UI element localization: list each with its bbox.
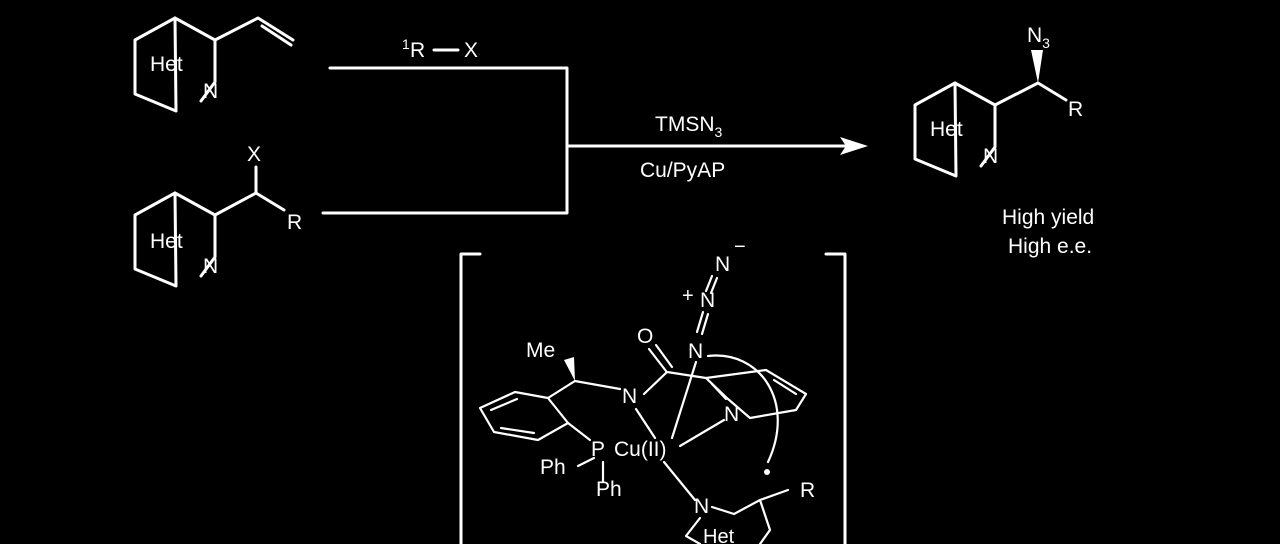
reactant-alkyl-het-label: Het: [150, 230, 183, 253]
pyridine-n-label: N: [724, 403, 739, 426]
azide-n-terminal: N: [715, 253, 730, 276]
reagent-r-label: R: [410, 39, 425, 62]
product-n-label: N: [983, 145, 998, 168]
azide-plus-charge: +: [682, 285, 694, 307]
product-azide: Het N N3 R: [913, 24, 1083, 178]
outcome-ee: High e.e.: [1008, 235, 1092, 258]
carbonyl-o-label: O: [637, 325, 653, 348]
arrow-reagent-catalyst: Cu/PyAP: [640, 159, 725, 182]
reactant-vinyl: Het N: [133, 16, 295, 113]
outcome-yield: High yield: [1002, 206, 1094, 229]
intermediate-het-label: Het: [703, 526, 735, 544]
reactant-vinyl-n-label: N: [203, 80, 218, 103]
azide-n-bound: N: [688, 340, 703, 363]
radical-dot: [764, 469, 770, 475]
arrow-reagent-tmsn3: TMSN3: [655, 113, 723, 140]
intermediate-bracket: [459, 252, 847, 544]
intermediate-r-label: R: [800, 479, 815, 502]
intermediate-complex: N − + N N O Me N P Cu(II) Ph Ph: [478, 236, 815, 544]
reagent-alkyl-halide: 1 R X: [402, 36, 478, 62]
amide-n-label: N: [622, 385, 637, 408]
phenyl-label-1: Ph: [540, 456, 566, 479]
phosphorus-label: P: [591, 438, 605, 461]
reactant-vinyl-het-label: Het: [150, 53, 183, 76]
reaction-arrow: TMSN3 Cu/PyAP: [321, 66, 868, 215]
reactant-alkyl-r-label: R: [287, 211, 302, 234]
azide-n-middle: N: [700, 289, 715, 312]
reactant-alkyl-x-label: X: [247, 143, 261, 166]
product-wedge-bond: [1031, 50, 1043, 83]
reactant-alkyl-halide: Het N X R: [133, 143, 302, 288]
phenyl-label-2: Ph: [596, 478, 622, 501]
product-het-label: Het: [930, 118, 963, 141]
reagent-x-label: X: [464, 39, 478, 62]
amine-n-label: N: [694, 495, 709, 518]
arrow-head: [840, 137, 868, 155]
reagent-superscript: 1: [402, 36, 410, 52]
azide-minus-charge: −: [734, 236, 746, 258]
product-r-label: R: [1068, 98, 1083, 121]
reactant-alkyl-n-label: N: [203, 255, 218, 278]
copper-center-label: Cu(II): [614, 438, 667, 461]
methyl-label: Me: [526, 339, 555, 362]
methyl-wedge-bond: [564, 357, 575, 381]
product-n3-label: N3: [1027, 24, 1050, 51]
